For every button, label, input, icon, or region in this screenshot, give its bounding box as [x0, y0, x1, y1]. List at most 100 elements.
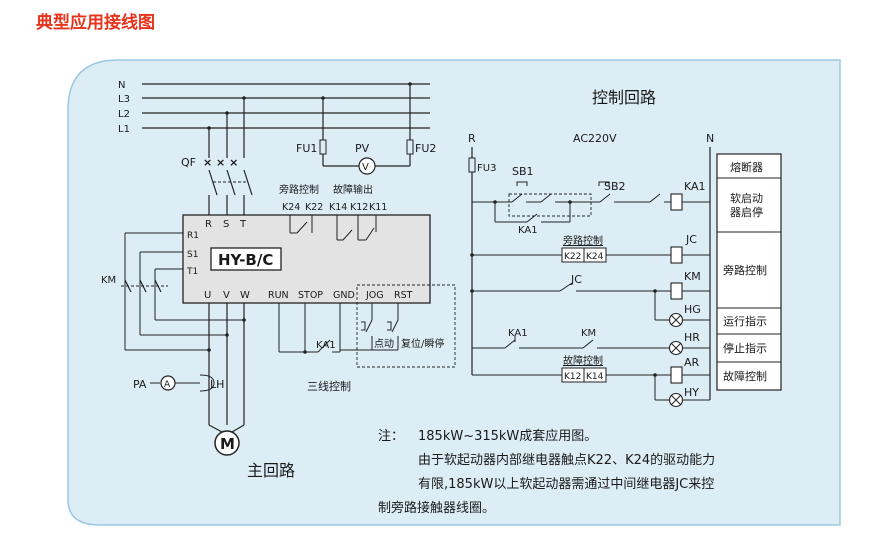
terminal-s1: S1 [187, 250, 198, 260]
ammeter-symbol: A [164, 380, 171, 390]
note-line-4: 制旁路接触器线圈。 [378, 500, 495, 516]
ammeter-label: PA [133, 378, 147, 391]
model-frame [210, 247, 282, 271]
motor-symbol: M [220, 435, 235, 453]
fuse-fu1-label: FU1 [296, 142, 317, 155]
terminal-rst: RST [394, 290, 413, 301]
terminal-stop: STOP [298, 290, 323, 301]
fault-output-label: 故障输出 [333, 183, 373, 196]
row-jc [470, 282, 710, 328]
bypass-terminal-k24: K24 [586, 252, 604, 262]
jog-rst-buttons [340, 303, 399, 351]
control-circuit-title: 控制回路 [592, 88, 656, 107]
fault-terminal-k14: K14 [586, 372, 604, 382]
km-label: KM [101, 275, 116, 286]
legend-run: 运行指示 [723, 314, 767, 328]
three-wire-control [278, 303, 341, 354]
row-start-stop [472, 181, 710, 223]
km-coil-label: KM [684, 270, 701, 283]
row-stop-indicator [472, 336, 710, 356]
supply-label: AC220V [573, 132, 617, 145]
sb2-label: SB2 [604, 180, 626, 193]
model-label: HY-B/C [218, 251, 273, 269]
fault-control-caption: 故障控制 [563, 354, 603, 367]
motor-feed-wires [125, 303, 246, 433]
terminal-t: T [239, 219, 247, 230]
breaker-qf: × × × [203, 156, 253, 215]
motor-icon [214, 430, 240, 456]
bypass-control-caption: 旁路控制 [563, 234, 603, 247]
km-contact-label: KM [581, 328, 596, 339]
note-line-3: 有限,185kW以上软起动器需通过中间继电器JC来控 [418, 477, 714, 492]
row-bypass [470, 246, 710, 264]
ka1-coil-label: KA1 [684, 180, 706, 193]
main-circuit-caption: 主回路 [247, 461, 295, 480]
relay-terminal-k11: K11 [369, 202, 387, 213]
svg-text:× × ×: × × × [203, 156, 238, 169]
voltmeter-label: PV [355, 142, 370, 155]
bypass-control-label: 旁路控制 [279, 183, 319, 196]
legend-start-stop: 软启动器启停 [730, 191, 763, 219]
km-contacts [121, 279, 168, 293]
relay-terminal-k24: K24 [282, 202, 300, 213]
fault-terminal-k12: K12 [564, 372, 581, 382]
jc-coil-label: JC [685, 233, 697, 246]
voltmeter-symbol: V [362, 162, 369, 173]
bus-label-l3: L3 [118, 94, 130, 105]
ct-label: LH [210, 378, 224, 391]
voltmeter-branch [319, 82, 414, 175]
legend-fuse: 熔断器 [730, 160, 763, 174]
three-wire-label: 三线控制 [307, 379, 351, 393]
terminal-r1: R1 [187, 231, 199, 241]
terminal-u: U [204, 290, 211, 301]
bus-label-l1: L1 [118, 124, 130, 135]
legend-fault: 故障控制 [723, 369, 767, 383]
bypass-terminal-k22: K22 [564, 252, 581, 262]
ka1-stop-label: KA1 [508, 328, 528, 339]
lamp-hr-label: HR [684, 331, 700, 344]
reset-label: 复位/瞬停 [401, 337, 444, 350]
neutral-label: N [706, 132, 714, 145]
fuse-fu3-label: FU3 [477, 163, 496, 174]
diagram-panel [67, 59, 841, 526]
bus-label-n: N [118, 80, 125, 91]
note-line-1: 185kW~315kW成套应用图。 [418, 428, 597, 444]
row-fault [472, 366, 710, 408]
phase-label: R [468, 132, 476, 145]
legend-table [716, 153, 782, 391]
relay-terminal-k14: K14 [329, 202, 347, 213]
sb1-label: SB1 [512, 165, 534, 178]
bus-lines [142, 83, 430, 129]
terminal-r: R [205, 219, 212, 230]
lamp-ar-label: AR [684, 356, 700, 369]
current-measurement [150, 374, 215, 392]
relay-contacts [289, 215, 377, 241]
relay-terminal-k22: K22 [305, 202, 323, 213]
bus-label-l2: L2 [118, 109, 130, 120]
control-rails [468, 147, 711, 400]
three-wire-relay-label: KA1 [316, 340, 336, 351]
ka1-hold-label: KA1 [518, 225, 538, 236]
terminal-w: W [240, 290, 250, 301]
breaker-feed-wires [207, 96, 246, 158]
left-feedback-wiring [124, 232, 183, 350]
terminal-gnd: GND [333, 290, 355, 301]
terminal-run: RUN [268, 290, 289, 301]
breaker-label: QF [181, 156, 196, 169]
relay-terminal-k12: K12 [350, 202, 368, 213]
jog-label: 点动 [374, 338, 394, 350]
terminal-s: S [223, 219, 229, 230]
lamp-hg-label: HG [684, 303, 701, 316]
terminal-v: V [223, 290, 230, 301]
legend-bypass: 旁路控制 [723, 263, 767, 277]
fuse-fu2-label: FU2 [415, 142, 436, 155]
terminal-t1: T1 [186, 267, 198, 277]
note-line-2: 由于软起动器内部继电器触点K22、K24的驱动能力 [418, 452, 715, 468]
lamp-hy-label: HY [684, 386, 699, 399]
page-title: 典型应用接线图 [36, 13, 155, 33]
legend-stop: 停止指示 [723, 341, 767, 355]
note-prefix: 注： [378, 429, 404, 444]
jc-contact-label: JC [570, 273, 582, 286]
terminal-jog: JOG [365, 290, 384, 301]
